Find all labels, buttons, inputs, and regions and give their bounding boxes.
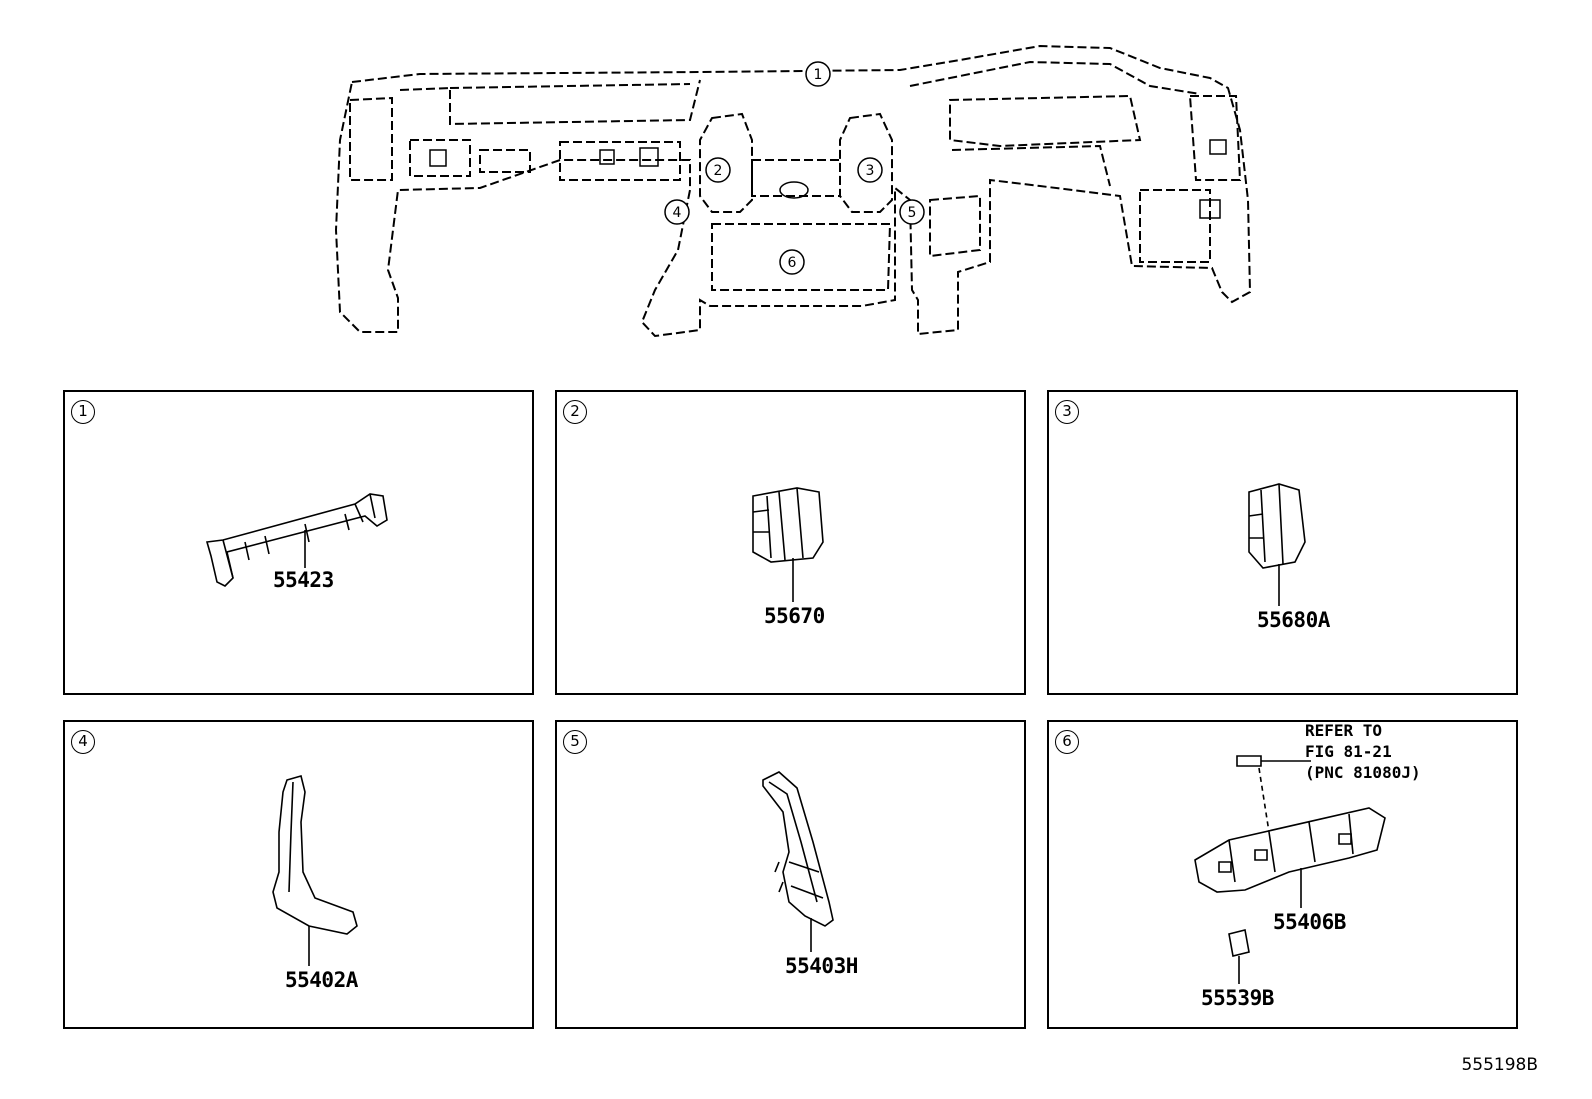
callout-label-6: 6 [788, 255, 797, 271]
detail-panel-3: 3 55680A [1047, 390, 1518, 695]
part-drawing-55670 [752, 487, 824, 602]
callout-6: 6 [779, 249, 805, 275]
detail-panel-2: 2 55670 [555, 390, 1026, 695]
part-number-label: 55403H [785, 954, 858, 978]
detail-panel-1: 1 55423 [63, 390, 534, 695]
panel-number: 6 [1055, 730, 1079, 754]
part-number-label: 55680A [1257, 608, 1330, 632]
part-drawing-55402A [272, 775, 358, 966]
instrument-panel-overview: 1 2 3 4 5 6 [334, 44, 1252, 338]
panel-number: 4 [71, 730, 95, 754]
part-drawing-55406B [1194, 755, 1386, 984]
note-line-3: (PNC 81080J) [1305, 763, 1421, 782]
callout-1: 1 [805, 61, 831, 87]
callout-label-5: 5 [908, 205, 917, 221]
callout-2: 2 [705, 157, 731, 183]
callout-3: 3 [857, 157, 883, 183]
callout-label-2: 2 [714, 163, 723, 179]
figure-id: 555198B [1461, 1055, 1538, 1075]
callout-label-1: 1 [814, 67, 823, 83]
callout-label-3: 3 [866, 163, 875, 179]
callout-5: 5 [899, 199, 925, 225]
part-drawing-55403H [762, 771, 834, 952]
detail-panel-6: 6 REFER TO FIG 81-21 (PNC 81080J) 55406B… [1047, 720, 1518, 1029]
part-number-label-55539B: 55539B [1201, 986, 1274, 1010]
panel-number: 5 [563, 730, 587, 754]
panel-number: 3 [1055, 400, 1079, 424]
refer-to-note: REFER TO FIG 81-21 (PNC 81080J) [1305, 720, 1421, 783]
detail-panel-5: 5 55403H [555, 720, 1026, 1029]
panel-number: 1 [71, 400, 95, 424]
part-drawing-55680A [1248, 483, 1306, 606]
note-line-2: FIG 81-21 [1305, 742, 1392, 761]
overview-callouts: 1 2 3 4 5 6 [664, 61, 925, 275]
part-number-label: 55402A [285, 968, 358, 992]
panel-number: 2 [563, 400, 587, 424]
detail-panel-4: 4 55402A [63, 720, 534, 1029]
part-number-label-55406B: 55406B [1273, 910, 1346, 934]
part-number-label: 55423 [273, 568, 334, 592]
part-number-label: 55670 [764, 604, 825, 628]
part-drawing-55423 [205, 493, 388, 587]
callout-label-4: 4 [673, 205, 682, 221]
note-line-1: REFER TO [1305, 721, 1383, 740]
callout-4: 4 [664, 199, 690, 225]
